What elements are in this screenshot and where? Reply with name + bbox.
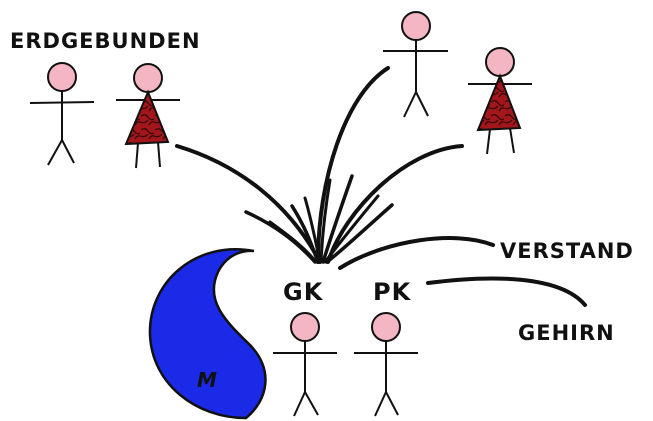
label-pk: PK (373, 278, 412, 306)
stick-figure-gk (273, 312, 337, 417)
stick-figure-woman-left (116, 63, 180, 169)
label-gehirn: GEHIRN (518, 321, 615, 345)
stroke-from-erdgebunden (175, 144, 322, 264)
label-erdgebunden: ERDGEBUNDEN (10, 29, 201, 53)
stroke-to-gehirn (426, 276, 587, 307)
connection-strokes (175, 66, 587, 307)
label-verstand: VERSTAND (500, 239, 634, 263)
stick-figure-man-top (383, 11, 448, 118)
label-m: M (197, 368, 218, 392)
stroke-to-verstand (338, 236, 495, 270)
stick-figure-pk (354, 312, 418, 417)
stick-figure-man-left (29, 62, 95, 166)
blue-drop-shape: M (148, 248, 267, 420)
stick-figure-woman-right (468, 47, 532, 155)
stroke-from-right-woman (326, 144, 464, 264)
stroke-from-top-man (316, 66, 390, 264)
label-gk: GK (283, 278, 324, 306)
